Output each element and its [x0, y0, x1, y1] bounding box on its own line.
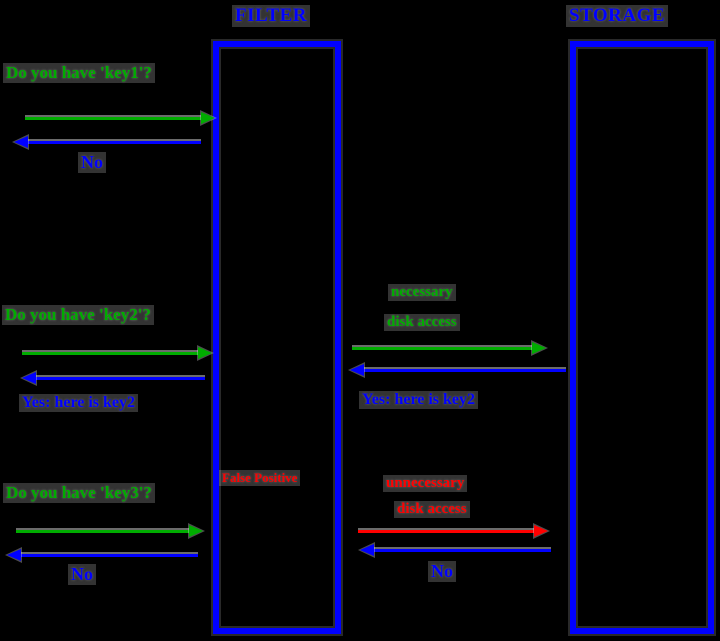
key2-forward-request-arrow [352, 340, 548, 356]
key2-response-arrow [20, 370, 205, 386]
arrow-shaft [16, 530, 192, 533]
storage-title: STORAGE [566, 5, 669, 27]
key2-storage-note-line2: disk access [384, 314, 460, 331]
arrow-head [534, 525, 548, 537]
arrow-head [532, 342, 546, 354]
arrow-shaft [358, 530, 537, 533]
key3-answer-label: No [68, 564, 96, 585]
key1-response-arrow [12, 134, 201, 150]
filter-title: FILTER [232, 5, 310, 27]
key2-request-arrow [22, 345, 214, 361]
key1-answer-label: No [78, 152, 106, 173]
arrow-head [14, 136, 28, 148]
arrow-head [360, 544, 374, 556]
key3-storage-note-line1: unnecessary [383, 475, 468, 492]
filter-lifeline-box [213, 41, 341, 634]
arrow-head [198, 347, 212, 359]
storage-lifeline-box [570, 41, 714, 634]
key2-question-label: Do you have 'key2'? [2, 305, 154, 325]
arrow-head [201, 112, 215, 124]
arrow-shaft [371, 549, 551, 552]
key3-storage-answer-label: No [428, 561, 456, 582]
key2-answer-label: Yes: here is key2 [19, 394, 139, 412]
key3-question-label: Do you have 'key3'? [3, 483, 155, 503]
arrow-shaft [25, 141, 201, 144]
false-positive-label: False Positive [219, 470, 301, 486]
key1-request-arrow [25, 110, 217, 126]
key2-storage-response-arrow [348, 362, 566, 378]
arrow-shaft [361, 369, 566, 372]
arrow-shaft [33, 377, 205, 380]
arrow-head [7, 549, 21, 561]
arrow-shaft [22, 352, 201, 355]
key3-storage-note-line2: disk access [394, 501, 470, 518]
key3-response-arrow [5, 547, 198, 563]
arrow-head [189, 525, 203, 537]
arrow-shaft [25, 117, 204, 120]
key1-question-label: Do you have 'key1'? [3, 63, 155, 83]
key3-request-arrow [16, 523, 205, 539]
arrow-head [22, 372, 36, 384]
arrow-shaft [352, 347, 535, 350]
arrow-head [350, 364, 364, 376]
key3-forward-request-arrow [358, 523, 550, 539]
key2-storage-note-line1: necessary [388, 284, 456, 301]
arrow-shaft [18, 554, 198, 557]
key3-storage-response-arrow [358, 542, 551, 558]
key2-storage-answer-label: Yes: here is key2 [359, 391, 479, 409]
